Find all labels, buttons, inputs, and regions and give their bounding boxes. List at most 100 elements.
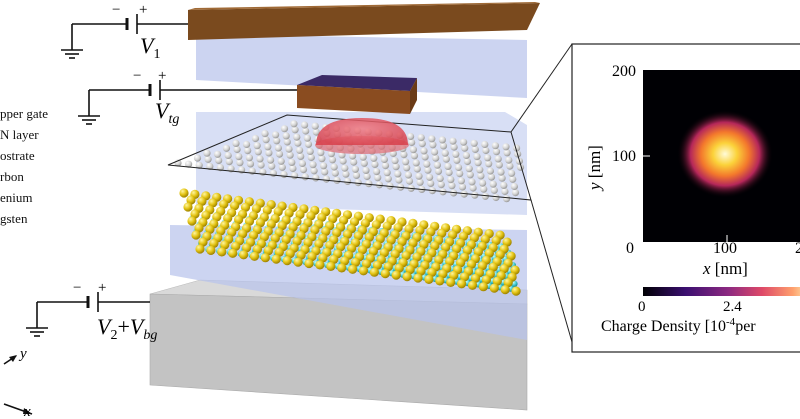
carbon-atom: [500, 181, 508, 189]
selenium-atom: [234, 215, 244, 225]
carbon-atom: [444, 162, 452, 170]
selenium-atom: [372, 260, 382, 270]
carbon-atom: [299, 166, 308, 174]
carbon-atom: [432, 154, 440, 162]
selenium-atom: [379, 248, 389, 258]
carbon-atom: [471, 145, 479, 153]
carbon-atom: [429, 141, 437, 149]
selenium-atom: [230, 201, 240, 211]
carbon-atom: [244, 147, 252, 155]
selenium-atom: [274, 247, 284, 257]
selenium-atom: [358, 266, 369, 276]
selenium-atom: [337, 263, 347, 273]
selenium-atom: [469, 233, 479, 243]
carbon-atom: [455, 163, 463, 172]
carbon-atom: [438, 136, 446, 144]
carbon-atom: [312, 128, 320, 136]
selenium-atom: [480, 234, 490, 244]
selenium-atom: [424, 274, 434, 284]
carbon-atom: [204, 155, 212, 163]
carbon-atom: [479, 179, 487, 187]
selenium-atom: [445, 256, 455, 266]
vbg-plus-sign: +: [98, 280, 106, 296]
carbon-atom: [434, 167, 443, 175]
carbon-atom: [461, 144, 469, 152]
carbon-atom: [394, 170, 402, 178]
selenium-atom: [277, 221, 287, 231]
selenium-atom: [452, 244, 462, 254]
selenium-atom: [248, 230, 259, 240]
carbon-atom: [431, 148, 439, 156]
selenium-atom: [318, 253, 328, 263]
carbon-atom: [452, 150, 460, 158]
selenium-atom: [397, 237, 407, 247]
selenium-atom: [383, 262, 393, 272]
material-legend: pper gate N layer ostrate rbon enium gst…: [0, 103, 80, 229]
carbon-atom: [415, 172, 423, 180]
selenium-atom: [336, 242, 346, 252]
selenium-atom: [408, 238, 418, 248]
carbon-atom: [303, 134, 311, 142]
carbon-atom: [193, 154, 202, 162]
carbon-atom: [277, 157, 285, 165]
selenium-atom: [292, 236, 302, 246]
carbon-atom: [509, 175, 517, 183]
carbon-atom: [492, 193, 500, 202]
selenium-atom: [303, 237, 313, 248]
carbon-atom: [318, 155, 326, 163]
selenium-atom: [259, 232, 269, 242]
selenium-atom: [491, 236, 501, 246]
selenium-atom: [369, 267, 379, 277]
selenium-atom: [449, 270, 459, 280]
selenium-atom: [307, 251, 317, 262]
carbon-atom: [481, 192, 489, 200]
carbon-atom: [503, 195, 511, 203]
carbon-atom: [264, 143, 272, 151]
selenium-atom: [194, 223, 204, 233]
v1-circuit: [61, 14, 188, 59]
selenium-atom: [244, 216, 255, 226]
carbon-atom: [371, 160, 379, 168]
vbg-label: V2+Vbg: [97, 314, 157, 343]
carbon-atom: [185, 160, 193, 168]
carbon-atom: [484, 154, 492, 162]
selenium-atom: [183, 202, 193, 212]
selenium-atom: [206, 245, 216, 255]
selenium-atom: [325, 240, 335, 250]
carbon-atom: [267, 156, 275, 164]
selenium-atom: [441, 242, 451, 252]
selenium-atom: [394, 263, 404, 273]
carbon-atom: [421, 153, 429, 161]
carbon-atom: [301, 121, 309, 129]
selenium-atom: [328, 214, 338, 224]
selenium-atom: [510, 265, 520, 275]
selenium-atom: [296, 250, 306, 260]
selenium-atom: [458, 231, 469, 241]
selenium-atom: [462, 245, 473, 255]
top-gate-electrode: [188, 2, 540, 40]
carbon-atom: [278, 163, 286, 171]
selenium-atom: [448, 230, 458, 240]
inset-panel: 200 100 0 100 2 x [nm] y [nm] 0 2.4 Char…: [571, 43, 800, 353]
selenium-atom: [212, 212, 222, 222]
carbon-atom: [254, 148, 262, 156]
legend-item-tungsten: gsten: [0, 211, 28, 226]
carbon-atom: [486, 167, 494, 175]
selenium-atom: [195, 244, 205, 254]
carbon-atom: [232, 139, 240, 147]
legend-item-hbn-layer: N layer: [0, 127, 39, 142]
carbon-atom: [395, 176, 403, 184]
selenium-atom: [284, 208, 294, 218]
carbon-atom: [470, 139, 478, 147]
carbon-atom: [410, 152, 419, 160]
carbon-atom: [333, 176, 341, 184]
selenium-atom: [353, 231, 364, 241]
carbon-atom: [453, 156, 461, 164]
selenium-atom: [299, 223, 309, 234]
selenium-atom: [349, 217, 360, 227]
selenium-atom: [242, 243, 252, 253]
tmd-layer: [179, 188, 521, 296]
carbon-atom: [291, 172, 299, 180]
carbon-atom: [471, 191, 479, 199]
selenium-atom: [228, 248, 238, 258]
